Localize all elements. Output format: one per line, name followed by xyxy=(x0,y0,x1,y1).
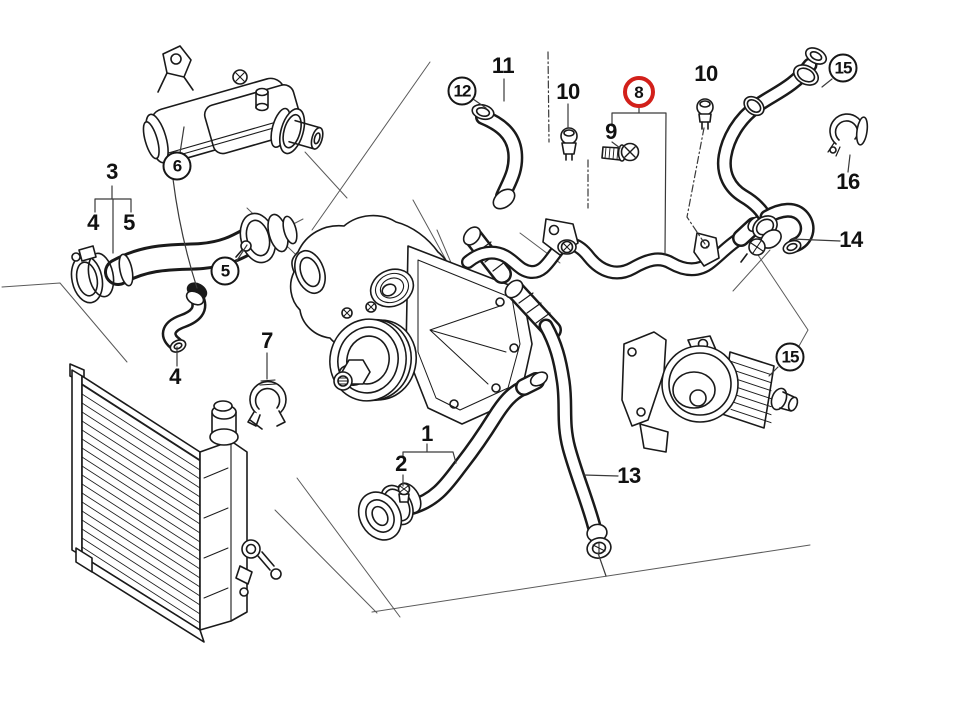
hose-13 xyxy=(504,279,612,559)
hose-clamp-16 xyxy=(827,113,869,157)
upper-hose xyxy=(70,212,298,304)
water-pump xyxy=(289,214,533,425)
screw-9 xyxy=(601,142,640,162)
leader-lines xyxy=(94,51,851,577)
hose-1 xyxy=(357,371,549,541)
hose-clamp-7 xyxy=(247,379,287,430)
construction-lines xyxy=(1,61,811,618)
bolt-10-right xyxy=(696,98,714,130)
thermostat-housing xyxy=(621,331,799,453)
expansion-tank xyxy=(142,45,324,164)
bolt-10-left xyxy=(560,127,578,161)
s-hose xyxy=(161,282,208,353)
engine-hose-8 xyxy=(461,215,765,280)
radiator xyxy=(69,363,282,643)
